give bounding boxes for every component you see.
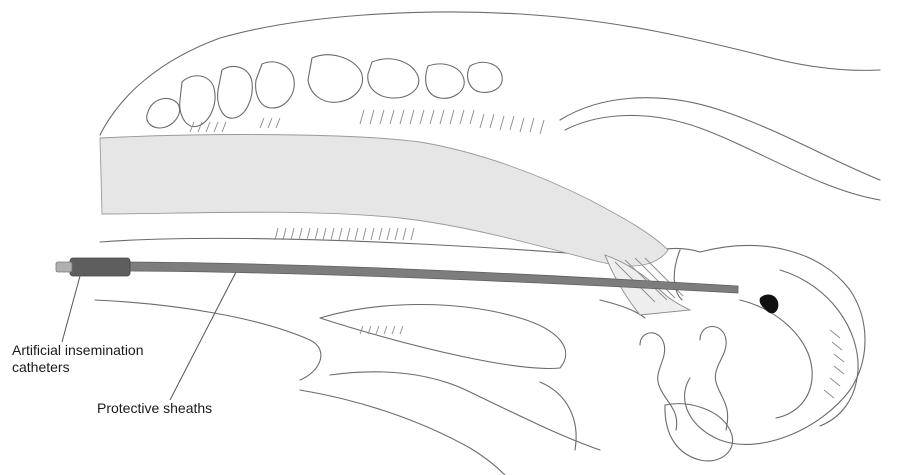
ventral-outline bbox=[300, 390, 505, 475]
vaginal-tract bbox=[100, 135, 668, 267]
oviduct-left bbox=[640, 333, 677, 430]
body-outline bbox=[100, 12, 880, 135]
vertebra-7 bbox=[426, 64, 465, 98]
vertebra-5 bbox=[308, 55, 363, 102]
oviduct-right bbox=[700, 327, 728, 431]
uterine-horn-outer bbox=[780, 270, 858, 426]
catheter-cap bbox=[56, 262, 72, 272]
cervix-ring-2 bbox=[674, 250, 682, 300]
pointer-line-sheath bbox=[170, 272, 236, 400]
sheath-label: Protective sheaths bbox=[97, 400, 212, 417]
pointer-line-catheter bbox=[62, 276, 80, 342]
spine-outline bbox=[560, 98, 880, 180]
catheter-handle bbox=[70, 258, 130, 276]
hatching-bladder bbox=[360, 326, 403, 334]
bladder-outline bbox=[320, 305, 566, 369]
vertebra-1 bbox=[147, 98, 180, 128]
vertebra-3 bbox=[218, 66, 253, 118]
follicle-mark bbox=[760, 295, 779, 314]
rectum-outline bbox=[565, 115, 880, 200]
ventral-outline-2 bbox=[540, 382, 576, 450]
catheter-label-line1: Artificial insemination bbox=[12, 342, 144, 359]
uterine-horn-inner bbox=[740, 300, 812, 418]
vertebra-6 bbox=[368, 59, 419, 98]
vertebra-8 bbox=[468, 62, 503, 92]
catheter-label-line2: catheters bbox=[12, 359, 144, 376]
hatching-uterus bbox=[824, 330, 844, 398]
pelvic-floor-outline bbox=[330, 372, 600, 450]
hatching-lower bbox=[275, 228, 414, 240]
catheter-label: Artificial insemination catheters bbox=[12, 342, 144, 376]
vertebra-4 bbox=[256, 62, 295, 108]
vertebra-2 bbox=[180, 76, 215, 127]
